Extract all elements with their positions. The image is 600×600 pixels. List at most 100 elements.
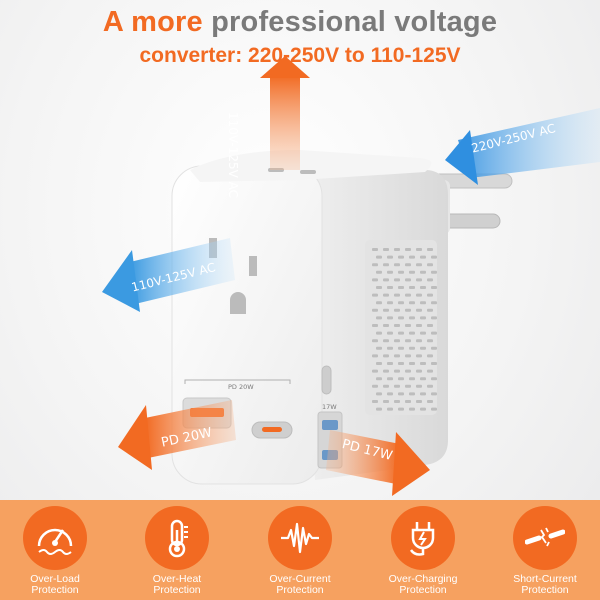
vent-hole <box>387 377 393 381</box>
vent-hole <box>376 392 382 396</box>
vent-hole <box>420 407 426 411</box>
vent-hole <box>416 308 422 312</box>
vent-hole <box>376 270 382 274</box>
vent-hole <box>409 331 415 335</box>
vent-hole <box>372 384 378 388</box>
vent-hole <box>398 301 404 305</box>
vent-hole <box>398 362 404 365</box>
vent-hole <box>431 255 437 259</box>
vent-hole <box>405 400 411 403</box>
arrow-top-label: 110V-125V AC <box>226 112 240 199</box>
vent-hole <box>420 392 426 396</box>
vent-hole <box>383 384 389 388</box>
vent-hole <box>427 400 433 403</box>
vent-hole <box>427 384 433 388</box>
vent-hole <box>431 392 437 396</box>
vent-hole <box>420 362 426 365</box>
vent-hole <box>405 293 411 297</box>
vent-hole <box>431 301 437 305</box>
vent-hole <box>416 384 422 388</box>
vent-hole <box>387 331 393 335</box>
feature-sub: Protection <box>153 584 201 596</box>
vent-hole <box>416 293 422 297</box>
vent-hole <box>372 400 378 403</box>
vent-hole <box>376 316 382 320</box>
vent-hole <box>387 255 393 259</box>
vent-hole <box>398 407 404 411</box>
vent-hole <box>431 362 437 365</box>
vent-hole <box>372 293 378 297</box>
vent-hole <box>416 400 422 403</box>
vent-hole <box>383 308 389 312</box>
vent-hole <box>394 248 400 251</box>
vent-hole <box>372 324 378 327</box>
vent-hole <box>405 278 411 282</box>
vent-hole <box>398 270 404 274</box>
vent-hole <box>387 316 393 320</box>
arrow-side-usb <box>326 430 400 484</box>
vent-hole <box>427 248 433 251</box>
vent-hole <box>409 346 415 350</box>
thermometer-icon <box>145 506 209 570</box>
vent-hole <box>420 270 426 274</box>
vent-hole <box>427 293 433 297</box>
vent-hole <box>431 331 437 335</box>
vent-hole <box>394 369 400 373</box>
vent-hole <box>394 263 400 267</box>
feature-name: Over-Load <box>30 573 80 585</box>
headline: A more professional voltage <box>0 6 600 39</box>
vent-hole <box>416 278 422 282</box>
vent-hole <box>420 331 426 335</box>
vent-hole <box>394 324 400 327</box>
vent-hole <box>376 377 382 381</box>
vent-hole <box>416 248 422 251</box>
vent-hole <box>387 346 393 350</box>
vent-hole <box>427 324 433 327</box>
vent-hole <box>372 308 378 312</box>
vent-hole <box>405 354 411 358</box>
vent-hole <box>416 369 422 373</box>
front-pd-label: PD 20W <box>228 383 254 391</box>
vent-hole <box>420 301 426 305</box>
feature-name: Over-Current <box>269 573 331 585</box>
gauge-icon <box>23 506 87 570</box>
vent-hole <box>372 248 378 251</box>
feature-sub: Protection <box>399 584 447 596</box>
vent-hole <box>372 369 378 373</box>
vent-hole <box>372 263 378 267</box>
vent-hole <box>398 316 404 320</box>
vent-hole <box>427 369 433 373</box>
vent-hole <box>376 362 382 365</box>
vent-hole <box>409 301 415 305</box>
feature-sub: Protection <box>276 584 324 596</box>
vent-hole <box>387 286 393 289</box>
feature-name: Over-Charging <box>388 573 458 585</box>
vent-hole <box>405 324 411 327</box>
vent-hole <box>420 316 426 320</box>
subheadline: converter: 220-250V to 110-125V <box>139 44 461 67</box>
vent-hole <box>405 248 411 251</box>
vent-hole <box>409 270 415 274</box>
waveform-icon <box>268 506 332 570</box>
vent-hole <box>416 324 422 327</box>
vent-hole <box>420 377 426 381</box>
vent-hole <box>394 354 400 358</box>
vent-hole <box>409 255 415 259</box>
arrow-input-ac <box>458 108 600 178</box>
vent-hole <box>409 392 415 396</box>
vent-hole <box>387 407 393 411</box>
vent-hole <box>431 316 437 320</box>
vent-hole <box>431 286 437 289</box>
vent-hole <box>387 362 393 365</box>
vent-hole <box>405 339 411 343</box>
vent-hole <box>383 369 389 373</box>
vent-hole <box>394 278 400 282</box>
vent-hole <box>409 362 415 365</box>
vent-hole <box>383 278 389 282</box>
vent-hole <box>427 354 433 358</box>
vent-hole <box>394 308 400 312</box>
vent-hole <box>376 346 382 350</box>
vent-hole <box>387 301 393 305</box>
vent-hole <box>431 346 437 350</box>
